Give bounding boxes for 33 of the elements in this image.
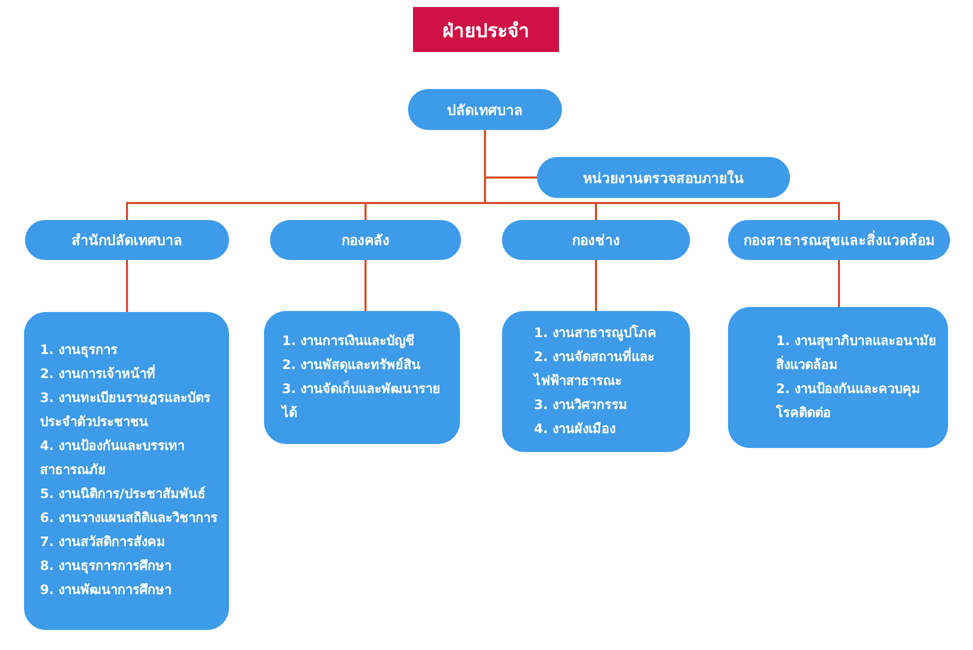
list-item: 4. งานป้องกันและบรรเทาสาธารณภัย — [40, 438, 186, 480]
list-item: 7. งานสวัสดิการสังคม — [40, 534, 167, 552]
list-item: 4. งานผังเมือง — [534, 420, 617, 438]
connector-line — [838, 260, 840, 307]
list-item: 6. งานวางแผนสถิติและวิชาการ — [40, 510, 219, 528]
list-item: 3. งานวิศวกรรม — [534, 396, 629, 414]
unit-box: ปลัดเทศบาล — [408, 89, 562, 130]
list-item: 1. งานการเงินและบัญชี — [282, 332, 416, 350]
task-list-box — [728, 307, 948, 448]
list-item: 5. งานนิติการ/ประชาสัมพันธ์ — [40, 485, 206, 504]
list-item: 1. งานสุขาภิบาลและอนามัยสิ่งแวดล้อม — [776, 332, 938, 374]
task-list-box — [24, 312, 229, 630]
list-item: 2. งานป้องกันและควบคุมโรคติดต่อ — [776, 380, 922, 422]
list-item: 1. งานสาธารณูปโภค — [534, 324, 658, 343]
list-item: 1. งานธุรการ — [40, 342, 119, 360]
unit-box: กองช่าง — [502, 220, 690, 260]
list-item: 9. งานพัฒนาการศึกษา — [40, 582, 173, 600]
connector-line — [595, 260, 597, 311]
connector-line — [126, 260, 128, 312]
list-item: 8. งานธุรการการศึกษา — [40, 558, 173, 576]
list-item: 2. งานพัสดุและทรัพย์สิน — [282, 356, 422, 375]
unit-box: กองสาธารณสุขและสิ่งแวดล้อม — [728, 220, 950, 260]
title-banner: ฝ่ายประจำ — [413, 7, 559, 52]
list-item: 2. งานจัดสถานที่และไฟฟ้าสาธารณะ — [534, 346, 656, 390]
list-item: 3. งานจัดเก็บและพัฒนารายได้ — [282, 380, 442, 422]
task-list-box — [264, 311, 460, 444]
list-item: 2. งานการเจ้าหน้าที่ — [40, 363, 221, 387]
connector-line — [364, 260, 366, 311]
unit-box: สำนักปลัดเทศบาล — [25, 220, 229, 260]
list-item: 3. งานทะเบียนราษฎรและบัตรประจำตัวประชาชน — [40, 390, 212, 432]
unit-box: กองคลัง — [270, 220, 461, 260]
task-list-box — [502, 311, 690, 452]
unit-box: หน่วยงานตรวจสอบภายใน — [537, 157, 790, 198]
